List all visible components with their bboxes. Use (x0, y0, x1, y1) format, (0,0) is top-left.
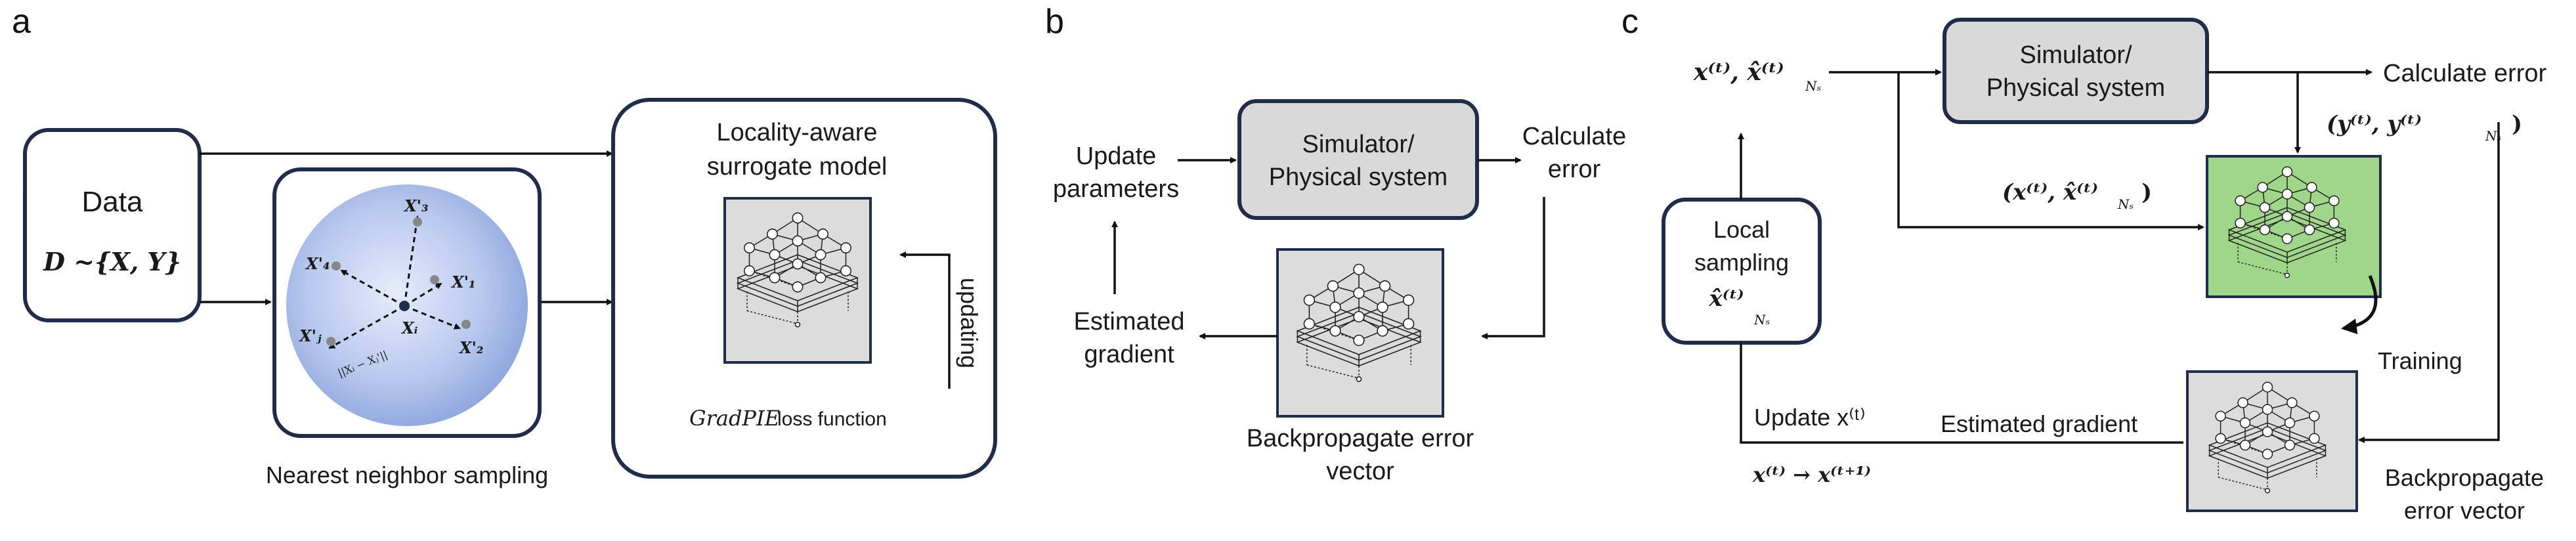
arrow-gradient-to-local (1740, 343, 2183, 444)
model-title-line2: surrogate model (707, 153, 888, 181)
y-pair-label: (y⁽ᵗ⁾, y⁽ᵗ⁾ (2327, 111, 2422, 137)
local-line3: x̂⁽ᵗ⁾ (1708, 286, 1744, 312)
backprop-b-line2: vector (1326, 458, 1394, 485)
data-formula: D ~{X, Y} (43, 247, 181, 276)
loss-text: loss function (777, 408, 887, 430)
estimated-gradient-c: Estimated gradient (1941, 410, 2137, 437)
local-line2: sampling (1694, 249, 1789, 276)
sim-c-line1: Simulator/ (2019, 41, 2132, 69)
x-pair-close: ) (2141, 179, 2152, 206)
arrow-error-to-backprop (2358, 122, 2500, 443)
panel-label-a: a (12, 3, 31, 41)
calc-error-c: Calculate error (2383, 60, 2547, 87)
simulator-box-b (1237, 99, 1479, 220)
arrow-calc-to-backprop (1481, 197, 1545, 339)
point-xi: Xᵢ (400, 318, 418, 337)
simulator-box-c (1943, 18, 2209, 124)
update-x-label: Update x⁽ᵗ⁾ (1754, 404, 1866, 431)
sim-b-line2: Physical system (1269, 163, 1448, 191)
data-box (23, 128, 202, 322)
sampling-points (326, 215, 471, 349)
sampling-caption: Nearest neighbor sampling (266, 462, 548, 488)
updating-label: updating (956, 278, 983, 368)
point-xj: X'ⱼ (298, 326, 322, 345)
panel-label-b: b (1045, 3, 1064, 41)
point-x2: X'₂ (458, 338, 483, 357)
data-title: Data (82, 186, 143, 218)
loss-name: GradPIE (689, 406, 780, 431)
x-pair-label: (x⁽ᵗ⁾, x̂⁽ᵗ⁾ (2002, 179, 2098, 206)
point-x1: X'₁ (450, 272, 475, 292)
backprop-c-line2: error vector (2404, 497, 2525, 524)
update-line1: Update (1076, 142, 1157, 170)
local-line1: Local (1713, 216, 1770, 243)
update-line2: parameters (1053, 175, 1179, 203)
estimated-line2: gradient (1084, 341, 1174, 368)
training-arrow (2341, 275, 2378, 335)
backprop-network-frame-c (2186, 370, 2358, 512)
point-x4: X'₄ (305, 254, 330, 273)
model-title-line1: Locality-aware (717, 119, 878, 146)
input-x-sub: Nₛ (1805, 78, 1821, 94)
backprop-c-line1: Backpropagate (2385, 464, 2544, 491)
x-step-label: x⁽ᵗ⁾ → x⁽ᵗ⁺¹⁾ (1752, 462, 1871, 487)
input-x-label: x⁽ᵗ⁾, x̂⁽ᵗ⁾ (1693, 58, 1784, 86)
trained-surrogate-frame (2206, 155, 2382, 298)
estimated-line1: Estimated (1074, 308, 1185, 335)
panel-label-c: c (1621, 3, 1639, 41)
calc-line2: error (1548, 156, 1601, 183)
sim-c-line2: Physical system (1986, 74, 2165, 102)
training-label: Training (2378, 347, 2462, 374)
sim-b-line1: Simulator/ (1302, 131, 1414, 158)
updating-arrow (899, 251, 951, 389)
y-pair-close: ) (2512, 111, 2522, 137)
arrow-input-to-surrogate (1897, 72, 2204, 230)
backprop-b-line1: Backpropagate error (1247, 425, 1474, 452)
point-x3: X'₃ (403, 196, 428, 215)
x-pair-sub: Nₛ (2117, 196, 2134, 212)
calc-line1: Calculate (1522, 123, 1626, 150)
local-sub: Nₛ (1753, 312, 1770, 328)
